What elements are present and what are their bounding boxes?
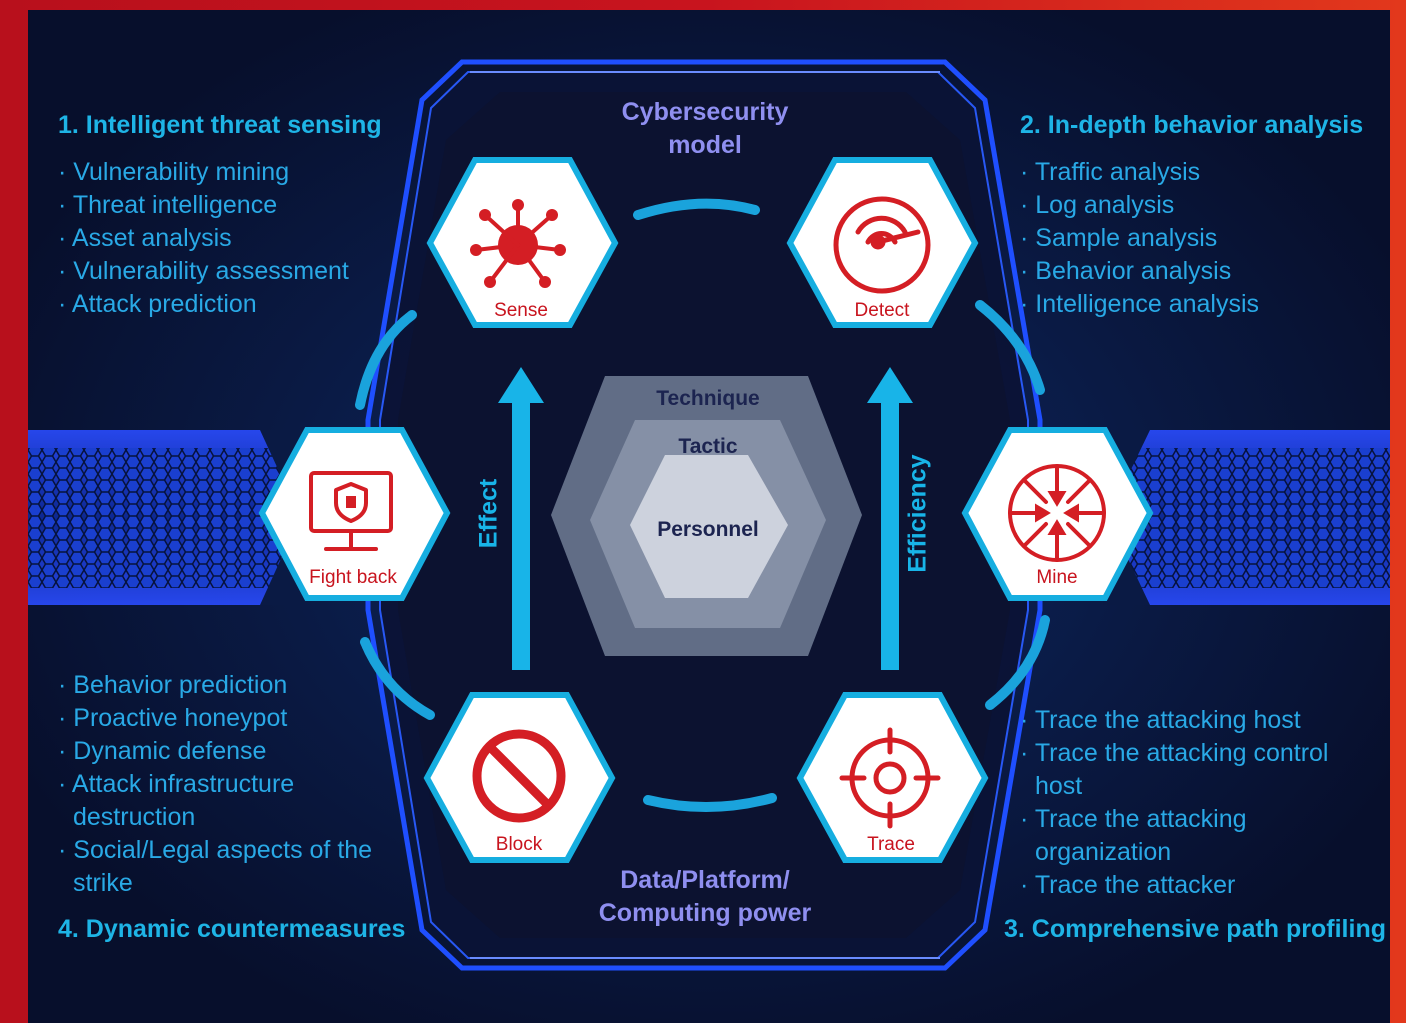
arrow-sense-to-detect	[633, 198, 760, 220]
arrow-mine-to-trace	[985, 615, 1050, 710]
section-4-item: strike	[73, 869, 133, 897]
section-1-title: 1. Intelligent threat sensing	[58, 111, 382, 139]
mine-label: Mine	[1036, 567, 1078, 588]
section-4-item: · Behavior prediction	[58, 671, 288, 699]
section-3-title: 3. Comprehensive path profiling	[1004, 915, 1386, 943]
compass-arrows-icon	[1008, 464, 1106, 562]
section-1-item: · Vulnerability mining	[58, 158, 290, 186]
section-1-item: · Threat intelligence	[58, 191, 278, 219]
radar-icon	[833, 196, 931, 294]
crosshair-icon	[839, 727, 941, 829]
node-trace	[796, 692, 989, 863]
arrow-trace-to-block	[643, 793, 777, 812]
technique-label: Technique	[656, 387, 760, 410]
section-3-item: · Trace the attacker	[1020, 871, 1236, 899]
efficiency-label: Efficiency	[903, 454, 932, 573]
shield-monitor-icon	[309, 471, 393, 551]
prohibited-icon	[472, 729, 566, 823]
arrow-fightback-to-sense	[355, 310, 417, 410]
efficiency-arrow	[867, 367, 913, 670]
node-sense	[426, 157, 619, 328]
block-label: Block	[495, 834, 543, 855]
section-3-item: organization	[1035, 838, 1172, 866]
section-4-item: · Attack infrastructure	[58, 770, 295, 798]
section-4-title: 4. Dynamic countermeasures	[58, 915, 406, 943]
trace-label: Trace	[867, 834, 915, 855]
section-1-item: · Vulnerability assessment	[58, 257, 349, 285]
section-1-item: · Attack prediction	[58, 290, 257, 318]
data-platform-title: Data/Platform/ Computing power	[598, 866, 812, 927]
arrow-block-to-fightback	[360, 637, 435, 720]
section-3-item: host	[1035, 772, 1083, 800]
section-2-item: · Traffic analysis	[1020, 158, 1201, 186]
fight-back-label: Fight back	[309, 567, 397, 588]
tactic-label: Tactic	[678, 435, 738, 458]
detect-label: Detect	[854, 300, 910, 321]
section-2-item: · Behavior analysis	[1020, 257, 1232, 285]
node-mine	[961, 427, 1154, 601]
personnel-hex	[630, 455, 788, 598]
arrow-detect-to-mine	[975, 300, 1045, 395]
section-3-item: · Trace the attacking control	[1020, 739, 1329, 767]
section-4-item: destruction	[73, 803, 196, 831]
effect-arrow	[498, 367, 544, 670]
section-2-title: 2. In-depth behavior analysis	[1020, 111, 1364, 139]
node-block	[423, 692, 616, 863]
virus-icon	[470, 199, 566, 288]
section-3-item: · Trace the attacking	[1020, 805, 1247, 833]
section-4-item: · Dynamic defense	[58, 737, 267, 765]
left-hex-band	[28, 430, 303, 605]
section-4-item: · Social/Legal aspects of the	[58, 836, 373, 864]
section-1-item: · Asset analysis	[58, 224, 232, 252]
section-2-item: · Intelligence analysis	[1020, 290, 1260, 318]
node-detect	[786, 157, 979, 328]
section-4-item: · Proactive honeypot	[58, 704, 288, 732]
effect-label: Effect	[474, 478, 503, 549]
section-3-item: · Trace the attacking host	[1020, 706, 1301, 734]
personnel-label: Personnel	[657, 518, 759, 541]
node-fight-back	[258, 427, 451, 601]
section-2-item: · Sample analysis	[1020, 224, 1218, 252]
center-hex-layers	[551, 376, 862, 656]
section-2-item: · Log analysis	[1020, 191, 1175, 219]
sense-label: Sense	[494, 300, 548, 321]
model-title: Cybersecurity model	[621, 98, 789, 159]
